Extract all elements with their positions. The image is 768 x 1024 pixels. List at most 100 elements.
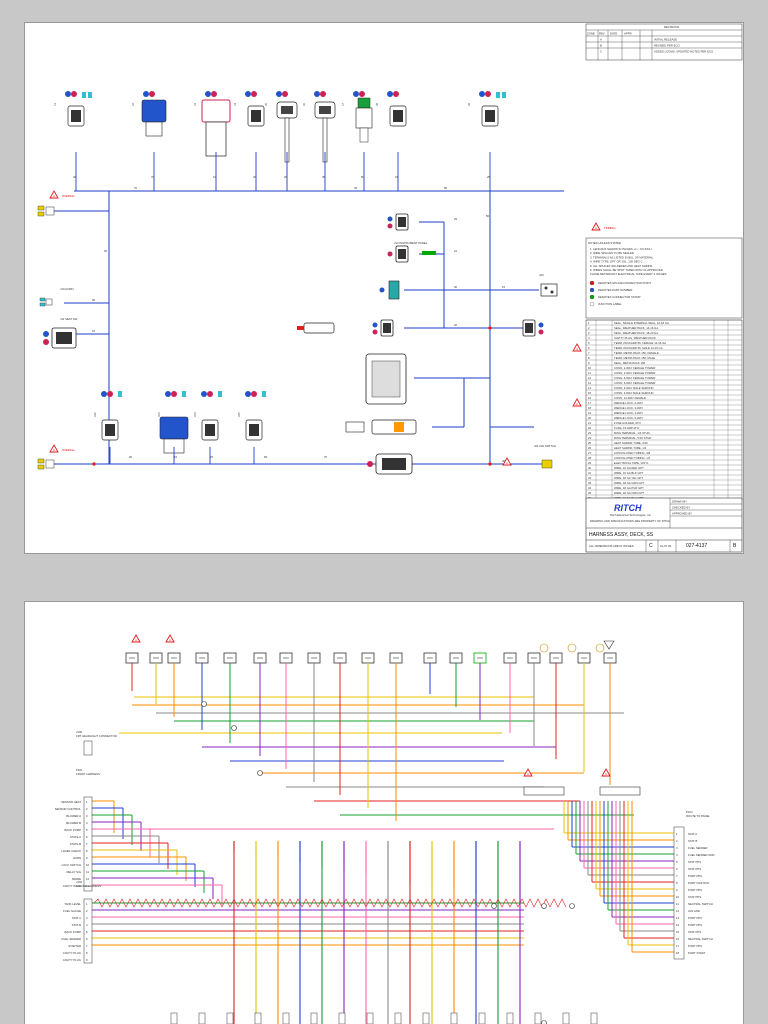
bom-item-number: 28 [588, 456, 592, 460]
pin-number: 2 [676, 839, 678, 843]
pin-label: NEUTRAL SWITCH [688, 902, 713, 906]
top-connector: J4 [233, 91, 265, 127]
warning-triangle-icon [601, 768, 611, 777]
length-label: 70 [151, 175, 155, 179]
bom-item-number: 27 [588, 451, 592, 455]
pin-label: FUEL SENDER [62, 937, 81, 941]
bom-item-number: 8 [588, 356, 590, 360]
terminal-icon [478, 1012, 486, 1024]
pin-label: PORT PPS [688, 874, 702, 878]
bottom-connector: J25 [237, 391, 266, 464]
pin-number: 10 [86, 863, 90, 867]
drawing-number: 027-4137 [686, 543, 707, 549]
bom-item-number: 23 [588, 431, 592, 435]
bom-item-desc: CONN, 3-WAY FEMALE TOWER [614, 371, 655, 375]
top-connector-label: J3 [193, 103, 197, 106]
top-connector: J1 [53, 91, 92, 127]
bom-item-number: 10 [588, 366, 592, 370]
rev-row-rev: A [600, 38, 602, 42]
bom-item-desc: TERM, PACKARD 56, MALE 14-16 GA [614, 346, 663, 350]
schematic-wires [86, 663, 674, 1024]
bom-item-number: 2 [588, 326, 590, 330]
left-terminal-group [39, 297, 53, 307]
terminal-icon [422, 1012, 430, 1024]
bom-item-number: 29 [588, 461, 592, 465]
length-label: 15 [174, 455, 178, 459]
length-label: 15 [395, 175, 399, 179]
pin-number: 6 [676, 867, 678, 871]
bom-item-number: 22 [588, 426, 592, 430]
sheet-size: C [649, 543, 653, 549]
pin-label: STAT PPS [688, 867, 701, 871]
right-connector-id: P104 [686, 810, 693, 814]
bom-item-desc: SEAL, WEATHER PACK, 14-16 GA [614, 326, 658, 330]
length-label: 40 [502, 459, 506, 463]
pin-number: 13 [86, 884, 90, 888]
left-connector-label: FRONT HARNESS [76, 772, 100, 776]
bom-item-number: 5 [588, 341, 590, 345]
connector-stamp-icon [479, 91, 485, 97]
pin-label: PORT PPS [688, 944, 702, 948]
pin-label: STAT PPS [688, 895, 701, 899]
terminal-icon [254, 1012, 262, 1024]
sensor-plug [297, 322, 335, 334]
top-connector-label: J4 [233, 103, 237, 106]
approved-by-label: APPROVED BY [672, 512, 692, 516]
rev-col-date: DATE [610, 32, 617, 36]
terminal-icon [310, 1012, 318, 1024]
top-connector: J5 [264, 91, 298, 163]
pin-label: STAT A [688, 832, 697, 836]
schematic-bottom-drops [170, 1012, 598, 1024]
bom-item-desc: WIRE, 18 GA GRN GPT [614, 481, 644, 485]
bottom-connector-label: J24 [193, 412, 197, 417]
bom-item-number: 9 [588, 361, 590, 365]
terminal-icon [502, 92, 506, 98]
pin-label: IGN GND [688, 909, 700, 913]
terminal-icon [562, 1012, 570, 1024]
pin-number: 11 [676, 902, 679, 906]
top-connector: J9 [467, 91, 506, 127]
left-connector-label: J10 HORN [60, 287, 74, 291]
connector-stamp-icon [245, 91, 251, 97]
pin-label: LANES CHECK [61, 849, 81, 853]
note-line: 3. TERMINALS AS LISTED IN BILL OF MATERI… [590, 255, 654, 259]
right-connector-label: J20 [539, 273, 544, 277]
terminal-icon [82, 92, 86, 98]
pin-label: PORT PPS [688, 923, 702, 927]
bottom-connector-label: J25 [237, 412, 241, 417]
length-label: 50 [444, 186, 448, 190]
bom-item-desc: RING TERMINAL, 1/4 STUD [614, 431, 650, 435]
top-connector-label: J9 [467, 103, 471, 106]
top-drop-lines [75, 152, 491, 191]
company-subtitle: Ritch Electrical Technologies, Inc. [610, 513, 652, 517]
length-label: 25 [487, 175, 491, 179]
pin-label: PORT PPS [688, 888, 702, 892]
connector-stamp-icon [205, 91, 211, 97]
rev-row-desc: REVISED PER ECO [654, 44, 680, 48]
connector-stamp-icon [314, 91, 320, 97]
pin-number: 1 [86, 902, 88, 906]
connector-stamp-icon [485, 91, 491, 97]
warning-triangle-icon [572, 343, 582, 352]
pin-number: 3 [86, 814, 88, 818]
pin-number: 8 [86, 951, 88, 955]
bom-item-number: 24 [588, 436, 592, 440]
pin-number: 1 [86, 800, 88, 804]
harness-drawing-sheet-1: A REVISIONS ZONE REV DATE APPR A INITIAL… [24, 22, 744, 554]
pin-number: 14 [676, 923, 680, 927]
bom-item-desc: WIRE, 18 GA PUR GPT [614, 486, 644, 490]
pin-label: STAT B [688, 839, 697, 843]
rev-row-desc: ADDED LOOMS; UPDATED NOTES PER ECO [654, 50, 714, 54]
bom-item-desc: TERM, METRI-PACK 150, FEMALE [614, 351, 659, 355]
pin-number: 9 [86, 856, 88, 860]
right-connector-label: ROUTE TO PANEL [686, 814, 711, 818]
center-connectors: J13 INSTRUMENT PANEL [297, 213, 436, 475]
pin-number: 5 [86, 930, 88, 934]
length-label: 35 [106, 423, 110, 427]
connector-stamp-icon [387, 91, 393, 97]
bom-item-desc: TERM, METRI-PACK 150, MALE [614, 356, 655, 360]
top-connector-label: J6 [302, 103, 306, 106]
bom-item-desc: WIRE, 18 GA YEL GPT [614, 476, 643, 480]
